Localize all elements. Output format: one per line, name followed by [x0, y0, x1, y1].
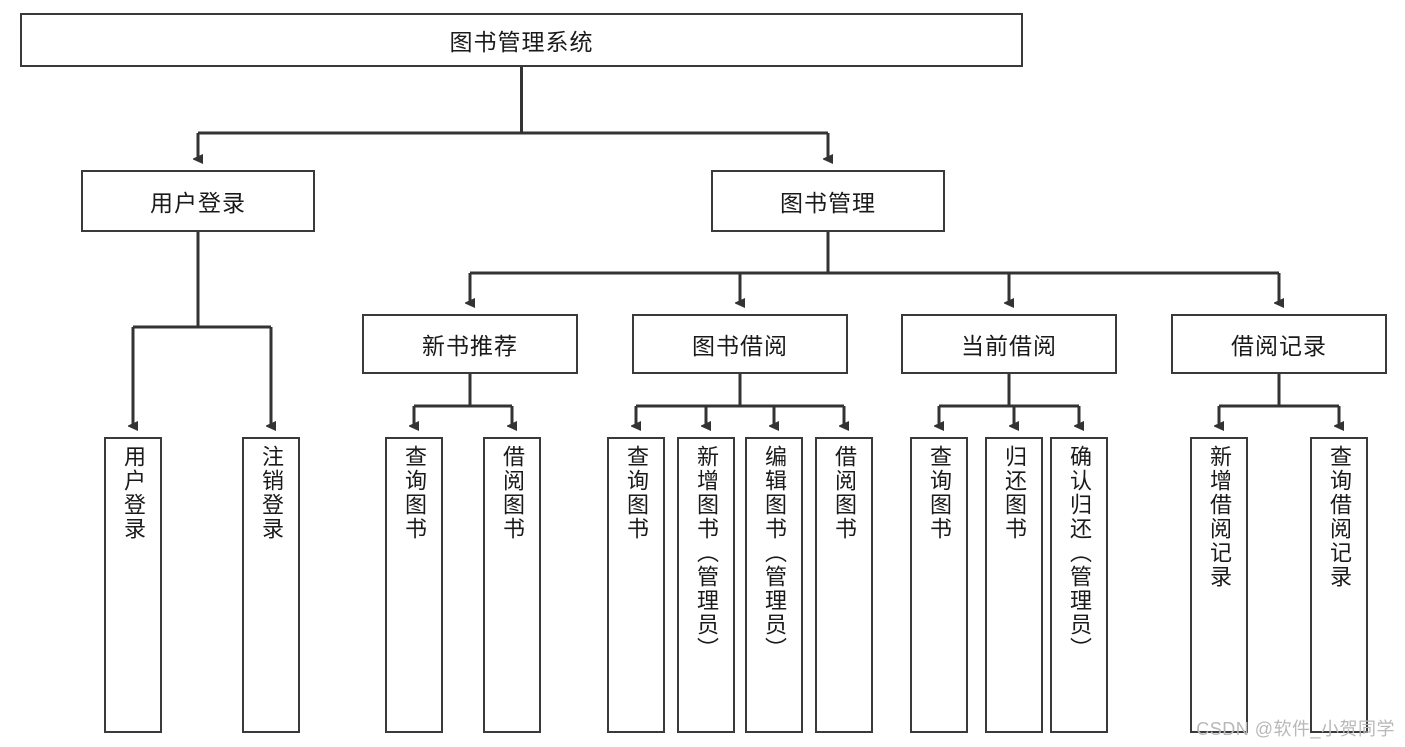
node-label: 新增图书（管理员）: [693, 445, 719, 661]
node-label: 当前借阅: [961, 333, 1057, 359]
node-label: 编辑图书（管理员）: [761, 445, 787, 661]
node-label: 图书借阅: [692, 333, 788, 359]
node-leaf-return-book[interactable]: 归还图书: [985, 437, 1043, 733]
node-leaf-query-book-2[interactable]: 查询图书: [607, 437, 665, 733]
node-label: 图书管理系统: [449, 29, 594, 55]
node-label: 用户登录: [120, 445, 146, 541]
node-label: 新书推荐: [422, 333, 518, 359]
node-leaf-borrow-book-1[interactable]: 借阅图书: [483, 437, 541, 733]
node-leaf-edit-book-admin[interactable]: 编辑图书（管理员）: [745, 437, 803, 733]
node-label: 查询图书: [926, 445, 952, 541]
node-label: 用户登录: [150, 190, 246, 216]
node-label: 查询图书: [401, 445, 427, 541]
node-label: 借阅图书: [831, 445, 857, 541]
node-leaf-query-book-1[interactable]: 查询图书: [385, 437, 443, 733]
node-label: 借阅图书: [499, 445, 525, 541]
node-label: 新增借阅记录: [1206, 445, 1232, 589]
node-leaf-user-logout[interactable]: 注销登录: [242, 437, 300, 733]
node-leaf-user-login[interactable]: 用户登录: [104, 437, 162, 733]
node-label: 查询借阅记录: [1326, 445, 1352, 589]
node-leaf-add-book-admin[interactable]: 新增图书（管理员）: [677, 437, 735, 733]
node-root[interactable]: 图书管理系统: [20, 13, 1023, 67]
node-new-book-recommend[interactable]: 新书推荐: [362, 314, 578, 374]
node-label: 借阅记录: [1231, 333, 1327, 359]
watermark-label: CSDN @软件_小贺同学: [1196, 719, 1395, 739]
node-book-borrow[interactable]: 图书借阅: [632, 314, 848, 374]
node-label: 注销登录: [258, 445, 284, 541]
node-label: 查询图书: [623, 445, 649, 541]
node-leaf-query-borrow-record[interactable]: 查询借阅记录: [1310, 437, 1368, 733]
node-current-borrow[interactable]: 当前借阅: [901, 314, 1117, 374]
node-borrow-record[interactable]: 借阅记录: [1171, 314, 1387, 374]
node-label: 图书管理: [780, 190, 876, 216]
node-leaf-borrow-book-2[interactable]: 借阅图书: [815, 437, 873, 733]
node-label: 确认归还（管理员）: [1066, 445, 1092, 661]
node-label: 归还图书: [1001, 445, 1027, 541]
node-leaf-add-borrow-record[interactable]: 新增借阅记录: [1190, 437, 1248, 733]
node-leaf-confirm-return-admin[interactable]: 确认归还（管理员）: [1050, 437, 1108, 733]
node-user-login[interactable]: 用户登录: [81, 170, 315, 232]
node-book-manage[interactable]: 图书管理: [711, 170, 945, 232]
node-leaf-query-book-3[interactable]: 查询图书: [910, 437, 968, 733]
